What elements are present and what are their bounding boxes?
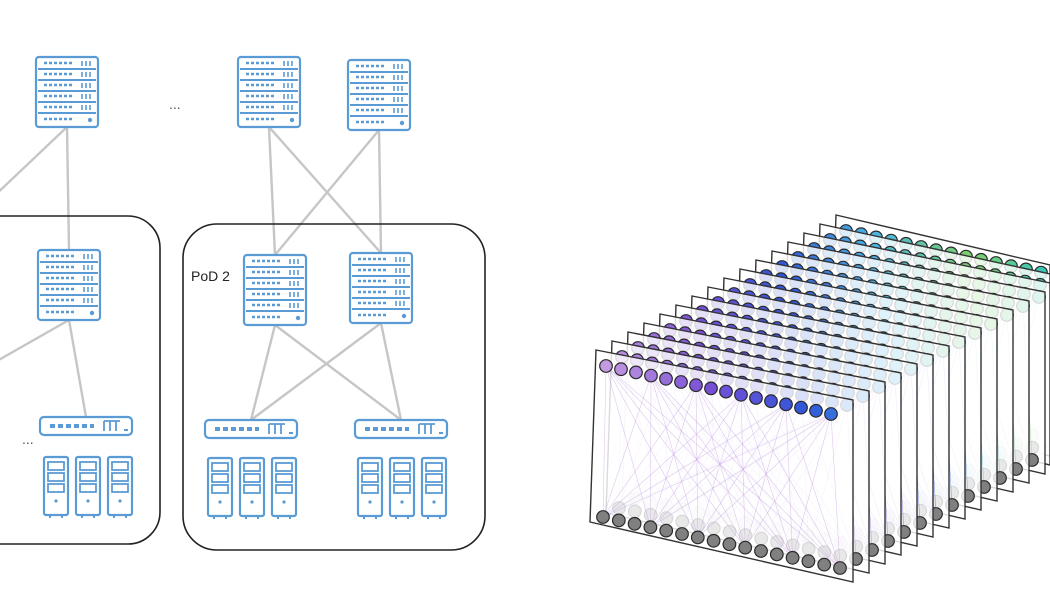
pod-2-server-6 [420,456,448,521]
hidden-node [614,362,628,377]
input-node [675,527,689,541]
pod-1-edge-switch [38,415,134,437]
neural-network-3d [589,214,1050,583]
hidden-node [809,403,823,418]
input-node [833,561,847,575]
pod-2-server-3 [270,456,298,521]
input-node [785,550,800,565]
hidden-node [719,384,733,399]
pod-2-server-2 [238,456,266,521]
pod-1-server-2 [74,455,102,520]
input-node [611,513,626,528]
input-node [706,533,721,548]
network-layer-panel-1 [589,349,854,583]
hidden-node [659,371,673,386]
hidden-node [764,394,778,409]
network-links [0,126,403,421]
hidden-node [824,407,838,421]
pod-2-server-5 [388,456,416,521]
hidden-node [734,387,748,402]
hidden-node [689,378,703,393]
input-node [627,516,642,531]
pod-2-edge-switch-1 [203,418,299,440]
input-node [769,547,784,562]
core-switch-3 [346,58,412,132]
hidden-node [674,375,688,389]
input-node [596,510,610,524]
input-node [690,530,705,545]
pod-2-boundary [182,223,486,551]
input-node [817,557,832,572]
core-switch-1 [34,55,100,129]
hidden-node [644,368,658,383]
datacenter-topology: PoD 2 ... ... [0,55,486,551]
input-node [801,554,816,569]
pod-1-boundary [0,215,161,545]
pod-2-label: PoD 2 [191,268,230,284]
input-node [643,520,658,535]
core-switch-2 [236,55,302,129]
edge-ellipsis: ... [22,431,34,447]
hidden-node [704,381,718,396]
pod-2-edge-switch-2 [353,418,449,440]
pod-2-server-4 [356,456,384,521]
hidden-node [629,365,643,380]
pod-1-aggregation-switch [36,248,102,322]
input-node [722,537,737,552]
hidden-node [794,400,808,415]
pod-2-server-1 [206,456,234,521]
hidden-node [779,397,793,412]
hidden-node [749,391,763,405]
input-node [738,540,753,555]
hidden-node [599,359,613,373]
pod-2-aggregation-switch-1 [242,253,308,327]
pod-1-server-3 [106,455,134,520]
core-ellipsis: ... [169,96,181,112]
input-node [754,544,768,558]
input-node [659,523,674,538]
pod-2-aggregation-switch-2 [348,251,414,325]
pod-1-server-1 [42,455,70,520]
